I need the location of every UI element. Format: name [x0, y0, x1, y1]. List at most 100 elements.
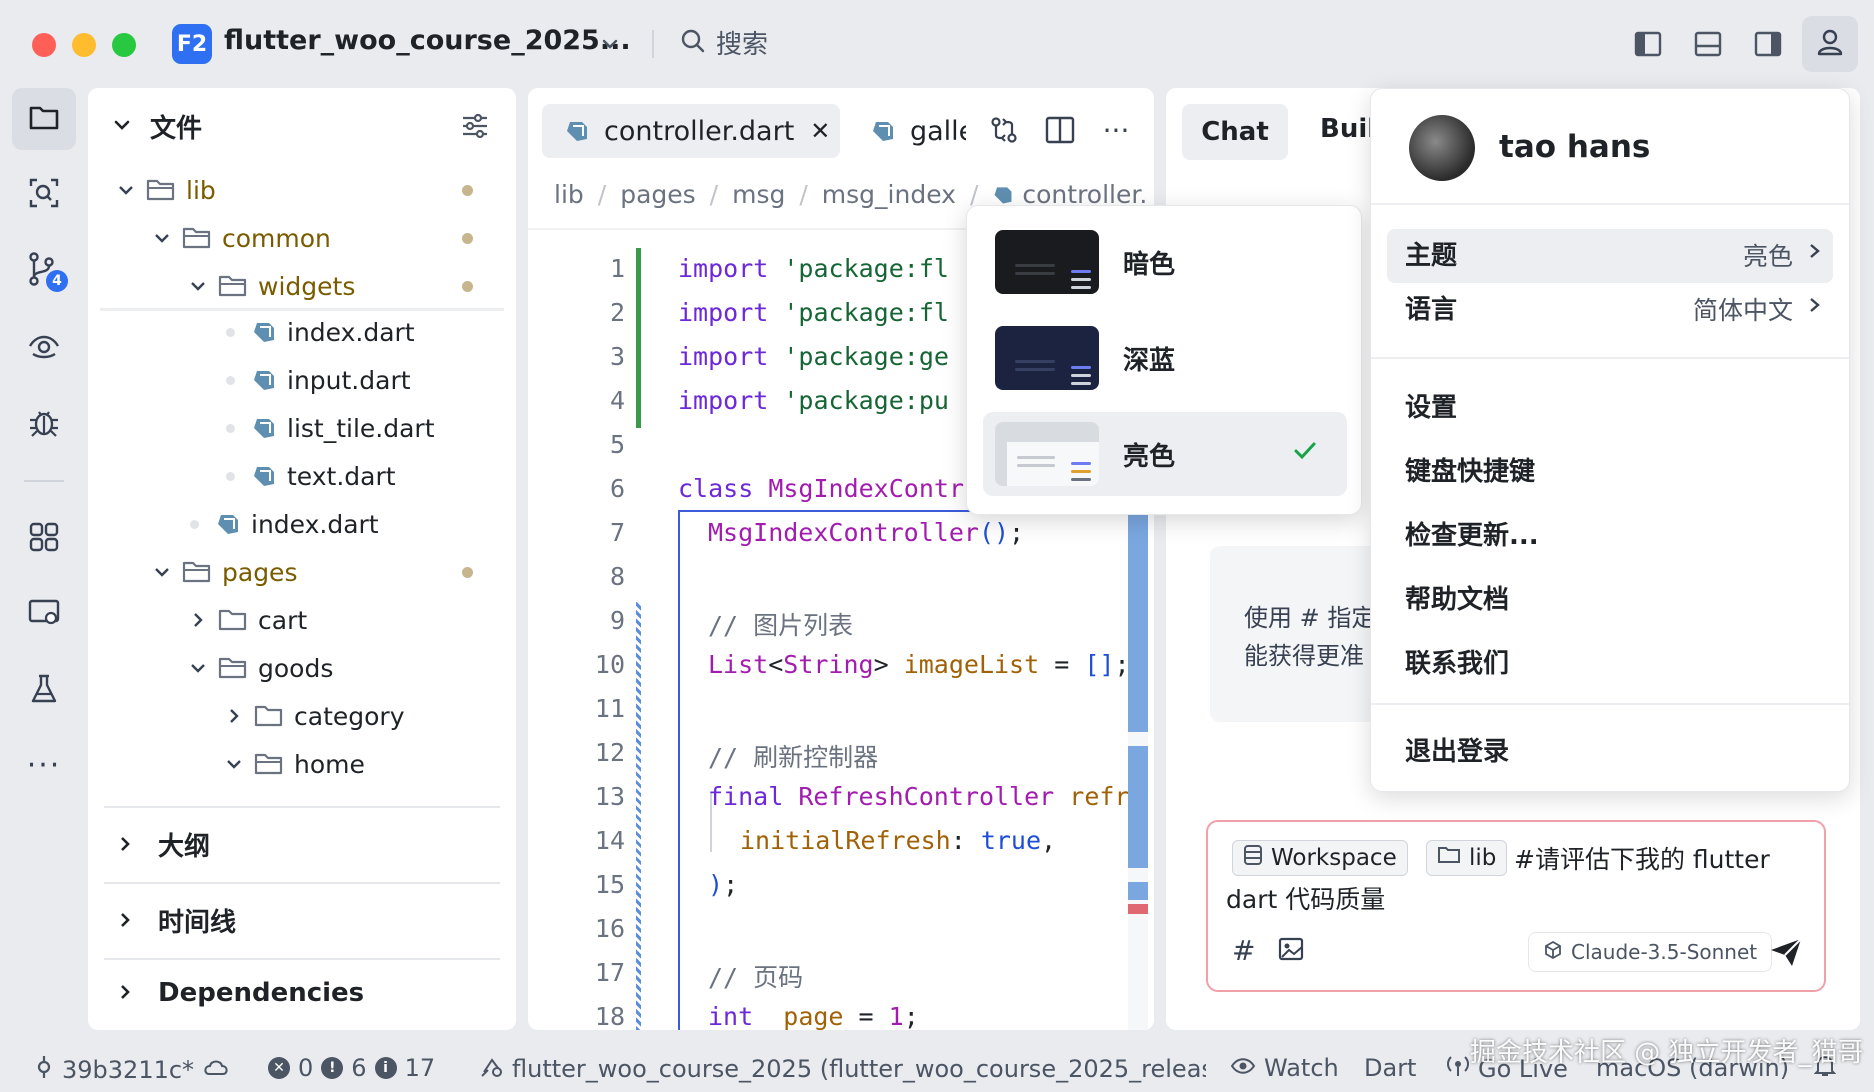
theme-option-light[interactable]: 亮色 [983, 412, 1347, 496]
breadcrumb-item[interactable]: msg [732, 180, 786, 209]
toggle-left-sidebar-icon[interactable] [1630, 26, 1666, 62]
activity-extensions[interactable] [12, 508, 76, 570]
activity-search[interactable] [12, 164, 76, 226]
dependencies-section-header[interactable]: Dependencies [116, 978, 364, 1008]
menu-item-help[interactable]: 帮助文档 [1405, 585, 1510, 615]
scrollbar-thumb[interactable] [1128, 500, 1148, 732]
tree-folder-lib[interactable]: lib [114, 170, 216, 210]
tree-label: index.dart [251, 509, 379, 539]
activity-explorer[interactable] [12, 88, 76, 150]
code-line: class MsgIndexContr [678, 474, 964, 503]
tree-folder-home[interactable]: home [222, 744, 365, 784]
timeline-section-header[interactable]: 时间线 [116, 902, 236, 939]
tab-controller-dart[interactable]: controller.dart ✕ [542, 104, 840, 158]
project-chevron-down-icon[interactable] [592, 26, 628, 62]
run-target-name: flutter_woo_course_2025 (flutter_woo_cou… [512, 1055, 1206, 1083]
folder-icon [254, 704, 284, 728]
activity-source-control[interactable]: 4 [12, 240, 76, 302]
user-name: tao hans [1499, 129, 1651, 165]
chat-tab-builder[interactable]: Buil [1320, 114, 1372, 144]
split-editor-icon[interactable] [1042, 112, 1078, 148]
activity-debug[interactable] [12, 392, 76, 454]
tree-folder-cart[interactable]: cart [186, 600, 307, 640]
project-name[interactable]: flutter_woo_course_2025... [224, 25, 631, 56]
status-problems[interactable]: ✕ 0 ! 6 i 17 [268, 1054, 435, 1082]
editor-more-icon[interactable]: ··· [1102, 113, 1130, 147]
status-branch[interactable]: 39b3211c* [34, 1054, 230, 1086]
more-horizontal-icon: ··· [26, 747, 62, 783]
cloud-sync-icon[interactable] [202, 1056, 230, 1084]
avatar[interactable] [1409, 115, 1475, 181]
status-run-target[interactable]: flutter_woo_course_2025 (flutter_woo_cou… [478, 1054, 1206, 1084]
indent-bullet [226, 423, 235, 433]
menu-item-label: 主题 [1405, 241, 1458, 271]
chevron-down-icon [114, 181, 138, 199]
account-button[interactable] [1802, 16, 1858, 72]
close-tab-icon[interactable]: ✕ [810, 117, 831, 145]
activity-more[interactable]: ··· [12, 734, 76, 796]
toggle-bottom-panel-icon[interactable] [1690, 26, 1726, 62]
menu-item-contact[interactable]: 联系我们 [1405, 649, 1510, 679]
compare-changes-icon[interactable] [986, 112, 1022, 148]
activity-preview[interactable] [12, 316, 76, 378]
tree-file-input-dart[interactable]: input.dart [226, 360, 411, 400]
tree-file-list-tile-dart[interactable]: list_tile.dart [226, 408, 435, 448]
activity-testing[interactable] [12, 660, 76, 722]
explorer-filter-icon[interactable] [460, 112, 490, 144]
tree-folder-category[interactable]: category [222, 696, 405, 736]
image-attach-icon[interactable] [1278, 936, 1304, 966]
model-selector[interactable]: Claude-3.5-Sonnet [1528, 932, 1773, 972]
hash-context-icon[interactable]: # [1232, 934, 1256, 967]
breadcrumb-item[interactable]: lib [554, 180, 584, 209]
menu-item-shortcuts[interactable]: 键盘快捷键 [1405, 457, 1536, 487]
notification-bell-icon[interactable] [1814, 1054, 1836, 1078]
error-count: 0 [298, 1054, 314, 1082]
modified-dot [462, 233, 473, 244]
status-go-live[interactable]: Go Live [1446, 1054, 1568, 1084]
tree-folder-widgets[interactable]: widgets [186, 266, 355, 306]
close-window-button[interactable] [32, 33, 56, 57]
search-box[interactable]: 搜索 [680, 24, 768, 61]
explorer-header[interactable]: 文件 [112, 108, 202, 145]
outline-section-header[interactable]: 大纲 [116, 826, 210, 863]
line-number: 11 [594, 694, 625, 723]
context-chip-lib[interactable]: lib [1426, 840, 1508, 876]
menu-item-settings[interactable]: 设置 [1405, 393, 1458, 423]
menu-item-logout[interactable]: 退出登录 [1405, 737, 1510, 767]
breadcrumb-item[interactable]: msg_index [821, 180, 956, 209]
tree-folder-pages[interactable]: pages [150, 552, 297, 592]
tab-gallery[interactable]: galle [870, 104, 966, 158]
cube-icon [1543, 940, 1563, 965]
activity-remote[interactable] [12, 584, 76, 646]
error-icon: ✕ [268, 1057, 290, 1079]
context-chip-workspace[interactable]: Workspace [1232, 840, 1408, 876]
minimize-window-button[interactable] [72, 33, 96, 57]
theme-option-deep-blue[interactable]: 深蓝 [983, 316, 1347, 400]
indent-bullet [226, 375, 235, 385]
breadcrumb-item[interactable]: controller. [1022, 180, 1148, 209]
theme-option-dark[interactable]: 暗色 [983, 220, 1347, 304]
tree-folder-common[interactable]: common [150, 218, 331, 258]
code-area[interactable]: import 'package:fl import 'package:fl im… [660, 240, 1132, 1030]
status-watch[interactable]: Watch [1230, 1054, 1339, 1082]
hint-text: 使用 # 指定 [1244, 604, 1376, 632]
tree-folder-goods[interactable]: goods [186, 648, 333, 688]
line-number: 3 [609, 342, 625, 371]
toggle-right-sidebar-icon[interactable] [1750, 26, 1786, 62]
tree-file-index-dart[interactable]: index.dart [226, 312, 415, 352]
chat-tab-chat[interactable]: Chat [1182, 104, 1288, 160]
status-os[interactable]: macOS (darwin) [1596, 1054, 1790, 1082]
chat-input-box[interactable]: Workspace lib #请评估下我的 flutter dart 代码质量 … [1206, 820, 1826, 992]
zoom-window-button[interactable] [112, 33, 136, 57]
send-icon[interactable] [1768, 936, 1804, 972]
status-language[interactable]: Dart [1364, 1054, 1417, 1082]
tree-file-common-index-dart[interactable]: index.dart [190, 504, 379, 544]
breadcrumb-item[interactable]: pages [620, 180, 696, 209]
chevron-right-icon [116, 830, 134, 860]
menu-item-theme[interactable] [1387, 229, 1833, 283]
tree-file-text-dart[interactable]: text.dart [226, 456, 396, 496]
sticky-scroll-divider [100, 308, 504, 311]
project-badge[interactable]: F2 [172, 24, 212, 64]
menu-item-check-updates[interactable]: 检查更新... [1405, 521, 1539, 551]
dart-file-icon [251, 415, 277, 441]
